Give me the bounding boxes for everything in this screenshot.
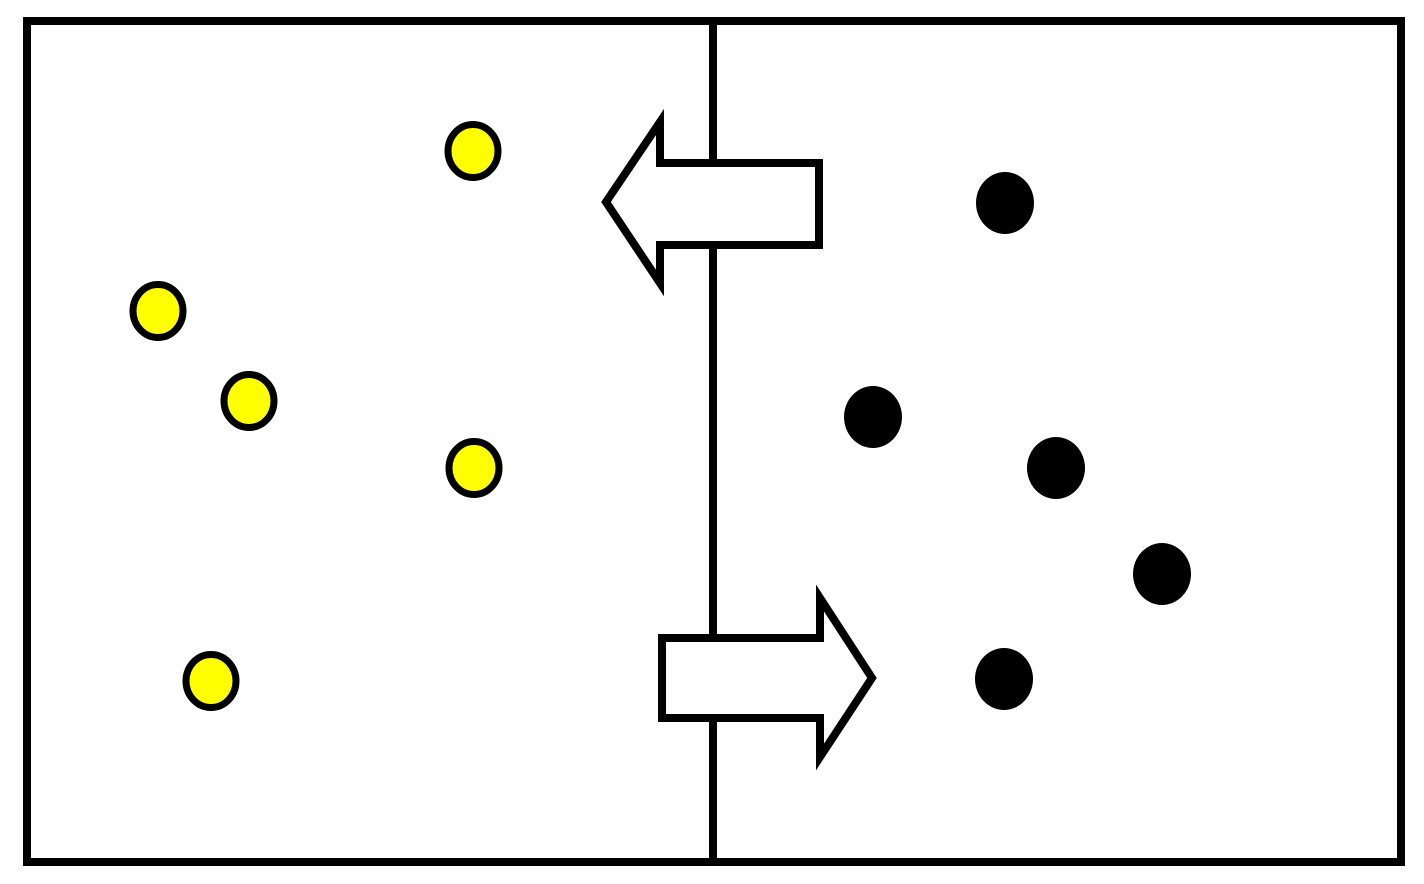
yellow-particle xyxy=(182,651,240,711)
rightward-flow-arrow xyxy=(658,584,877,771)
black-particle xyxy=(844,386,902,448)
black-particle xyxy=(976,172,1034,234)
leftward-flow-arrow xyxy=(601,108,823,297)
yellow-particle xyxy=(444,121,502,181)
black-particle xyxy=(975,648,1033,710)
yellow-particle xyxy=(220,371,278,431)
yellow-particle xyxy=(129,281,187,341)
black-particle xyxy=(1133,543,1191,605)
yellow-particle xyxy=(445,438,503,498)
black-particle xyxy=(1027,437,1085,499)
